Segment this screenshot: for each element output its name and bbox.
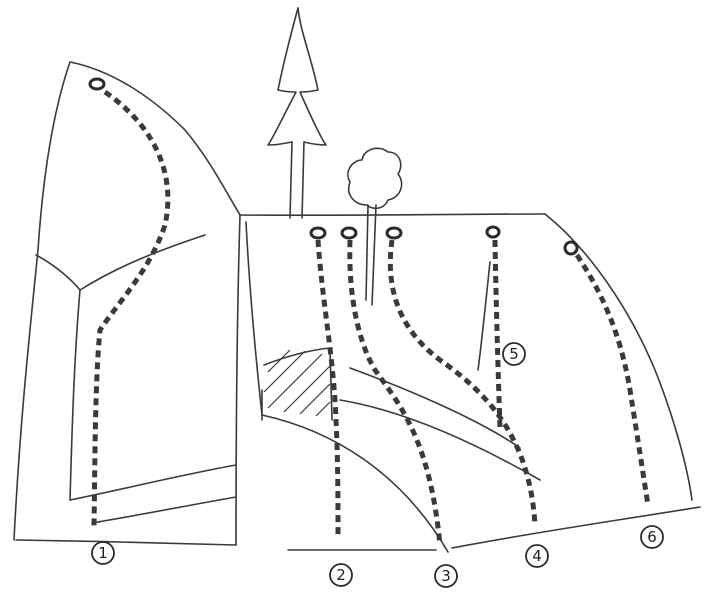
anchor-bolt-5	[487, 227, 499, 237]
route-3	[342, 228, 440, 545]
route-number-1-text: 1	[98, 544, 108, 562]
anchor-bolt-3	[342, 228, 356, 238]
route-number-4-text: 4	[532, 547, 542, 565]
route-number-1: 1	[92, 542, 114, 564]
route-2	[311, 228, 338, 538]
route-number-3: 3	[435, 565, 457, 587]
route-5	[487, 227, 500, 428]
route-number-2-text: 2	[336, 566, 346, 584]
anchor-bolt-4	[387, 228, 401, 238]
route-number-6: 6	[641, 526, 663, 548]
conifer-tree	[268, 8, 326, 218]
anchor-bolt-1	[90, 79, 104, 89]
route-number-5-text: 5	[509, 345, 519, 363]
route-1	[90, 79, 168, 528]
route-number-6-text: 6	[647, 528, 657, 546]
route-number-4: 4	[526, 545, 548, 567]
hatched-overhang	[264, 350, 330, 416]
route-number-5: 5	[503, 343, 525, 365]
route-number-2: 2	[330, 564, 352, 586]
anchor-bolt-2	[311, 228, 325, 238]
left-boulder	[14, 62, 240, 545]
anchor-bolt-6	[563, 240, 579, 256]
route-4	[387, 228, 535, 525]
route-number-3-text: 3	[441, 567, 451, 585]
